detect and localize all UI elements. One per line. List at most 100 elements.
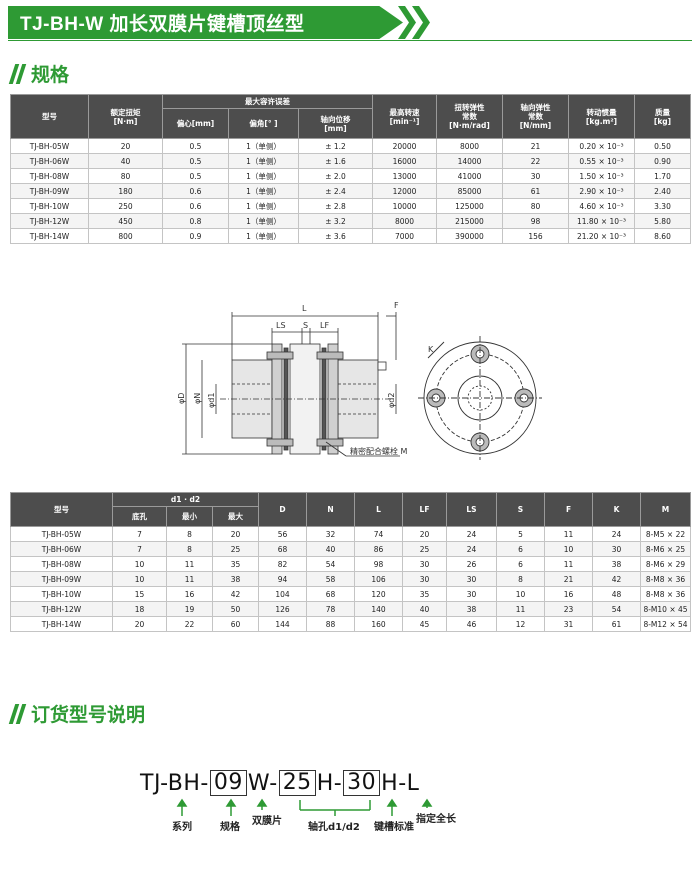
table-cell: 41000	[436, 168, 503, 184]
table-cell: 10	[112, 571, 167, 587]
table-cell: ± 1.2	[298, 138, 373, 154]
label-bore: 轴孔d1/d2	[308, 822, 360, 833]
table-cell: 0.9	[162, 228, 229, 244]
table-cell: 22	[166, 616, 213, 632]
header-misalign: 最大容许误差	[162, 94, 373, 109]
table-cell: 30	[402, 556, 447, 572]
header-torsional: 扭转弹性常数[N·m/rad]	[436, 94, 503, 139]
table-cell: 30	[446, 586, 497, 602]
header-model: 型号	[10, 94, 89, 139]
table-cell: 18	[112, 601, 167, 617]
title-chevron-icon	[398, 6, 416, 39]
table-cell: 25	[212, 541, 259, 557]
table-cell: 1（单侧）	[228, 153, 299, 169]
table-cell: 8	[166, 541, 213, 557]
table-cell: 21	[502, 138, 569, 154]
code-part-length: H-L	[381, 770, 420, 796]
table-cell: 94	[258, 571, 307, 587]
table-cell: 5	[496, 526, 545, 542]
table-cell: 11.80 × 10⁻³	[568, 213, 635, 229]
dim-label-F: F	[394, 301, 399, 310]
order-code-diagram: TJ-BH- 09 W- 25 H- 30 H-L 系列 规格 双膜片 轴孔d1…	[140, 770, 560, 850]
table-cell: 38	[592, 556, 641, 572]
header-axial-stiff: 轴向弹性常数[N/mm]	[502, 94, 569, 139]
table-cell: 25	[402, 541, 447, 557]
table-cell: 10000	[372, 198, 437, 214]
table-cell: 86	[354, 541, 403, 557]
table-cell: ± 2.0	[298, 168, 373, 184]
code-box-bore: 25	[278, 770, 316, 796]
table-cell: 22	[502, 153, 569, 169]
table-cell: 8-M8 × 36	[640, 571, 691, 587]
table-cell: 0.5	[162, 138, 229, 154]
table-cell: TJ-BH-08W	[10, 556, 113, 572]
table-cell: 16	[544, 586, 593, 602]
header-base-bore: 底孔	[112, 506, 167, 527]
side-view	[182, 312, 400, 457]
header-model: 型号	[10, 492, 113, 527]
table-cell: 21	[544, 571, 593, 587]
table-cell: 1（单侧）	[228, 213, 299, 229]
table-cell: 8-M6 × 25	[640, 541, 691, 557]
dim-label-D: φD	[177, 393, 186, 404]
table-cell: 80	[88, 168, 163, 184]
title-chevron-icon	[412, 6, 430, 39]
header-LS: LS	[446, 492, 497, 527]
table-cell: 19	[166, 601, 213, 617]
header-inertia: 转动惯量[kg.m²]	[568, 94, 635, 139]
table-cell: 180	[88, 183, 163, 199]
dim-label-d2: φd2	[387, 393, 396, 408]
table-cell: 156	[502, 228, 569, 244]
table-cell: 8-M6 × 29	[640, 556, 691, 572]
table-cell: 11	[544, 556, 593, 572]
table-cell: 68	[306, 586, 355, 602]
table-cell: TJ-BH-06W	[10, 153, 89, 169]
table-cell: 38	[446, 601, 497, 617]
table-cell: 11	[166, 556, 213, 572]
table-cell: 140	[354, 601, 403, 617]
table-cell: 450	[88, 213, 163, 229]
table-cell: 144	[258, 616, 307, 632]
table-cell: 6	[496, 541, 545, 557]
table-cell: 0.8	[162, 213, 229, 229]
table-cell: 24	[446, 526, 497, 542]
table-cell: 10	[112, 556, 167, 572]
table-cell: 42	[212, 586, 259, 602]
table-cell: 21.20 × 10⁻³	[568, 228, 635, 244]
table-cell: 0.50	[634, 138, 691, 154]
table-cell: 32	[306, 526, 355, 542]
table-cell: 7000	[372, 228, 437, 244]
table-cell: 104	[258, 586, 307, 602]
table-cell: 54	[306, 556, 355, 572]
table-cell: 120	[354, 586, 403, 602]
header-min: 最小	[166, 506, 213, 527]
slash-icon	[8, 63, 27, 84]
table-cell: 0.6	[162, 183, 229, 199]
table-cell: 54	[592, 601, 641, 617]
label-series: 系列	[172, 822, 192, 833]
header-F: F	[544, 492, 593, 527]
table-cell: 98	[502, 213, 569, 229]
table-cell: 30	[402, 571, 447, 587]
table-cell: 1（单侧）	[228, 228, 299, 244]
table-cell: TJ-BH-06W	[10, 541, 113, 557]
table-cell: ± 2.8	[298, 198, 373, 214]
label-keyway: 键槽标准	[374, 822, 414, 833]
code-part-type: W-	[247, 770, 278, 796]
table-cell: ± 3.6	[298, 228, 373, 244]
header-d1d2: d1 · d2	[112, 492, 259, 507]
table-cell: 20	[402, 526, 447, 542]
table-cell: ± 2.4	[298, 183, 373, 199]
table-cell: 11	[496, 601, 545, 617]
table-cell: TJ-BH-05W	[10, 526, 113, 542]
header-speed: 最高转速[min⁻¹]	[372, 94, 437, 139]
table-cell: 5.80	[634, 213, 691, 229]
table-cell: 12	[496, 616, 545, 632]
